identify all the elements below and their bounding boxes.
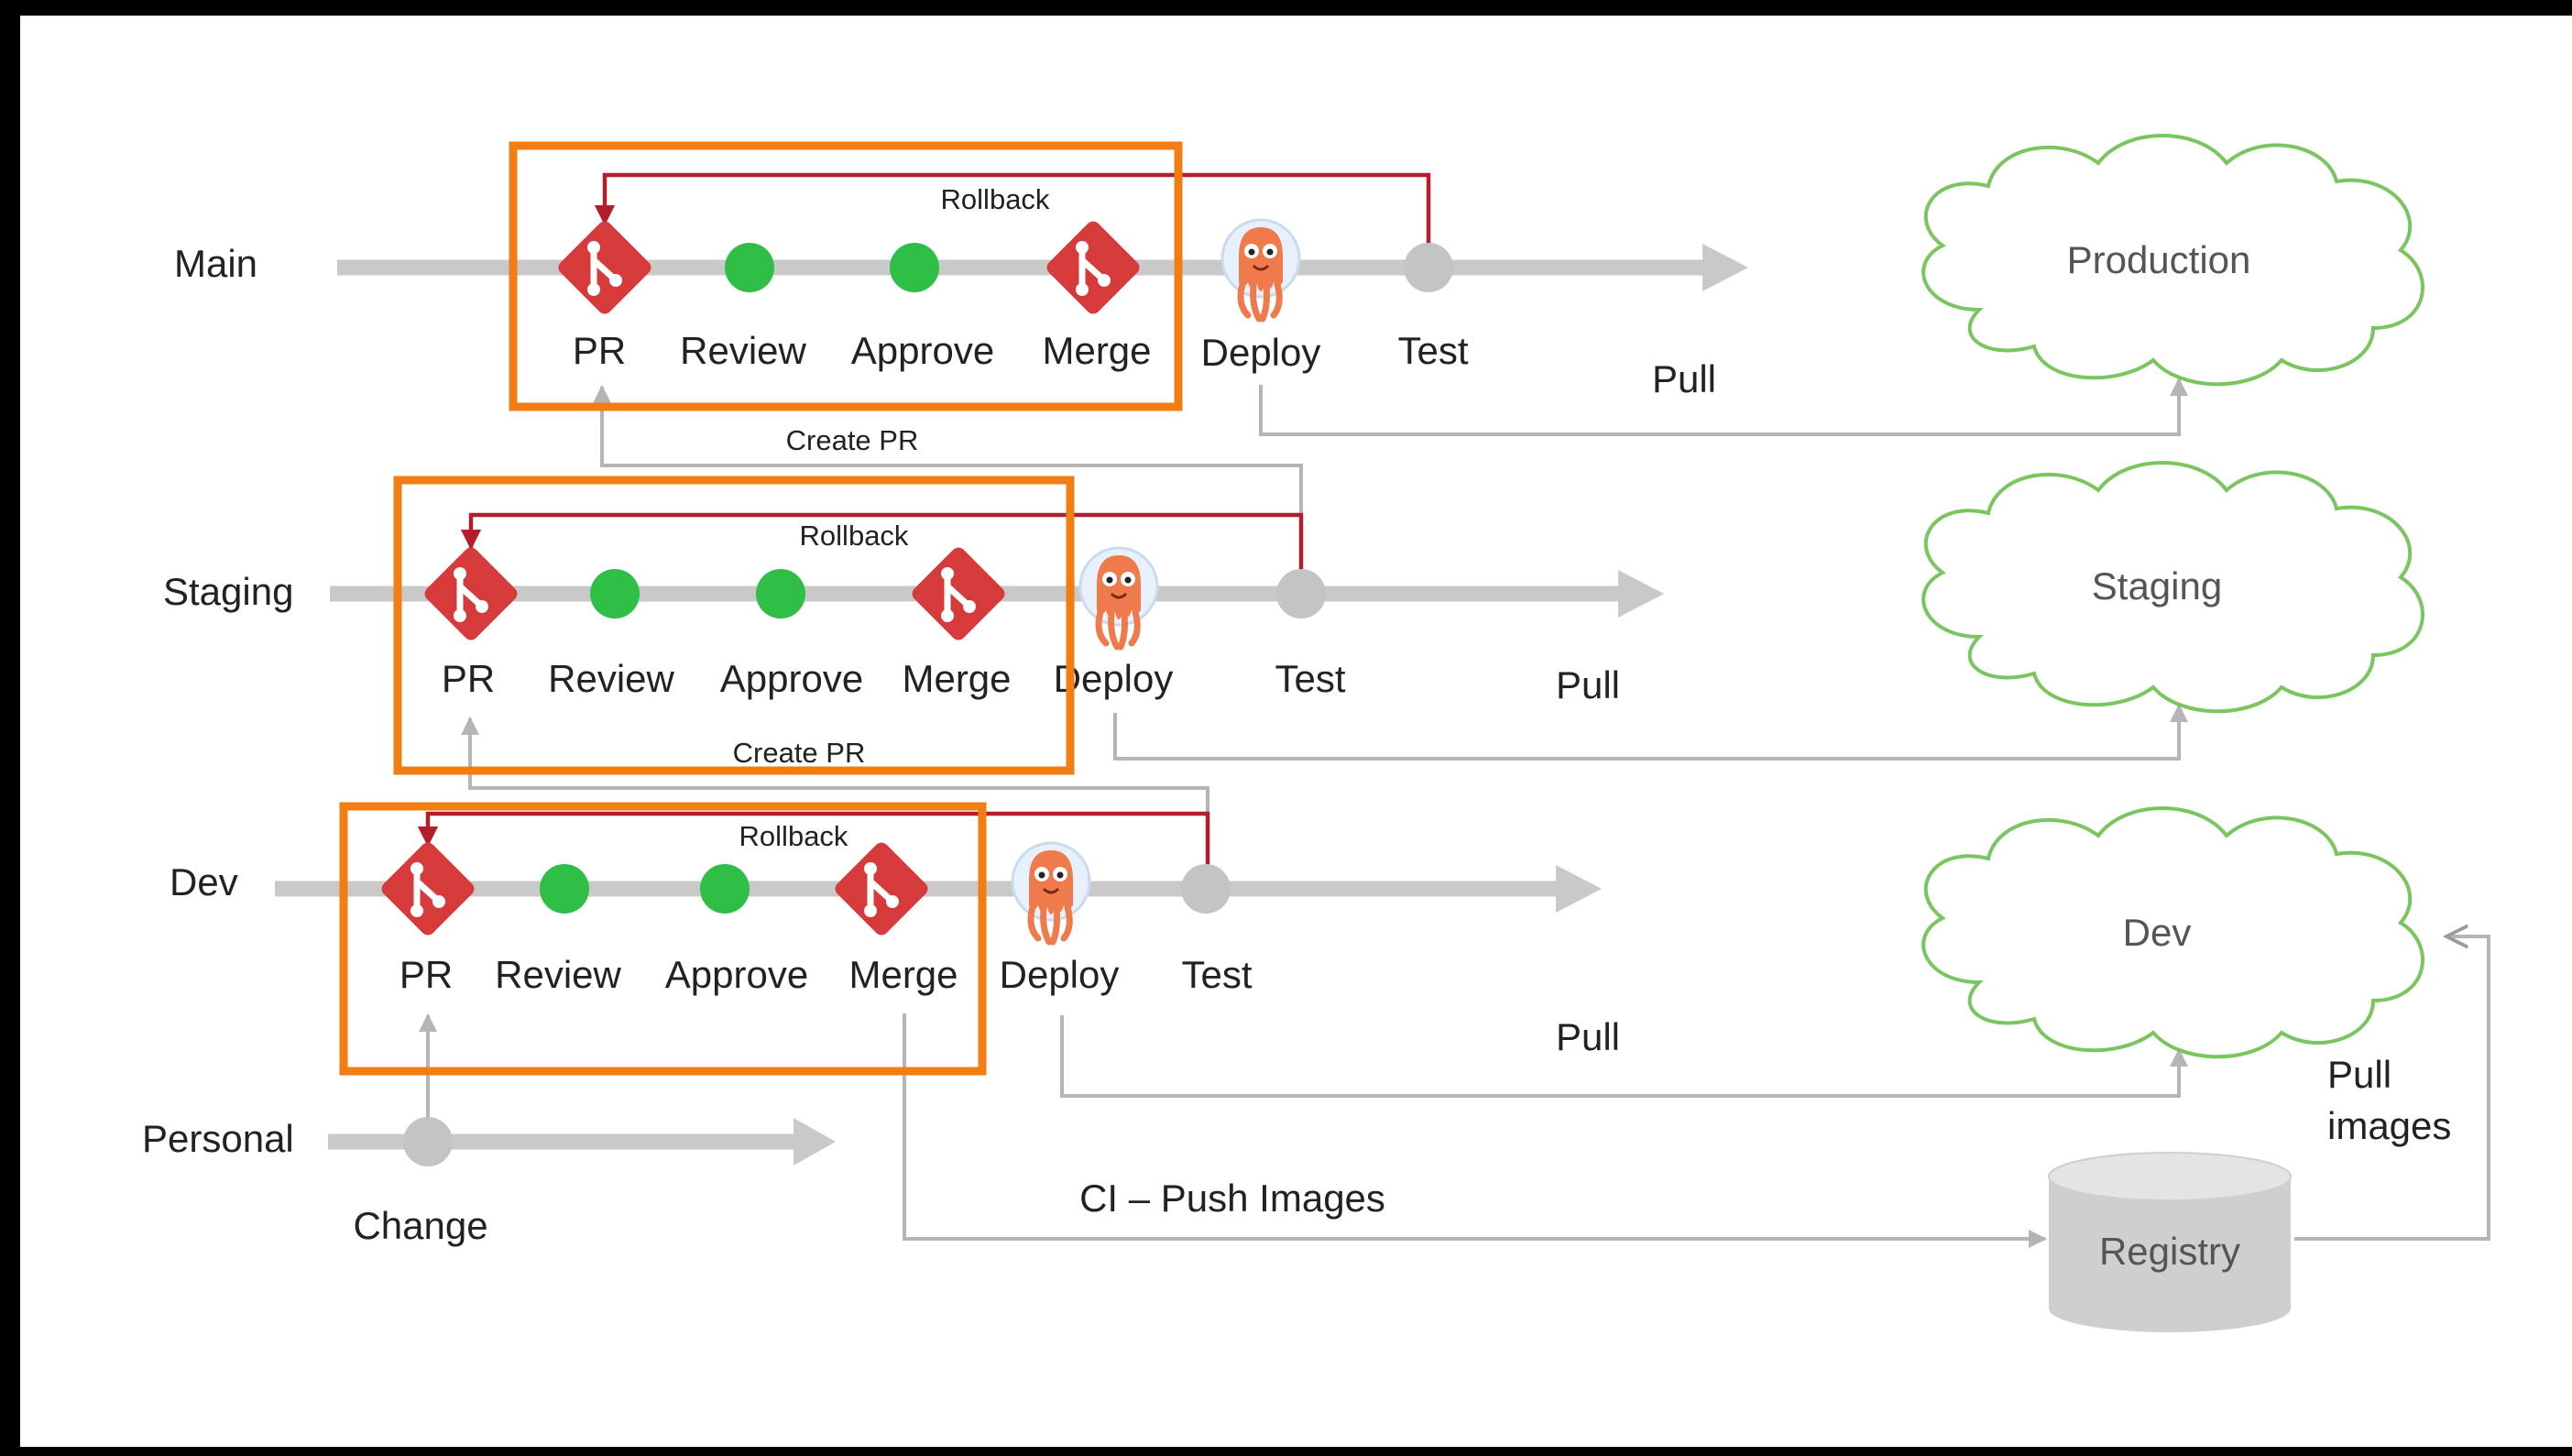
main-pr-label: PR: [573, 329, 626, 372]
main-deploy-pull-connector: [1259, 378, 2188, 436]
registry-label: Registry: [2099, 1230, 2240, 1273]
staging-deploy-pull-connector: [1113, 704, 2188, 761]
create-pr-staging-label: Create PR: [733, 737, 866, 769]
staging-approve-label: Approve: [720, 657, 863, 700]
pull-images-label-line2: images: [2327, 1104, 2451, 1147]
staging-rollback-label: Rollback: [800, 520, 909, 552]
personal-change-label: Change: [353, 1204, 487, 1247]
main-test-dot-icon: [1404, 243, 1453, 292]
staging-review-label: Review: [548, 657, 674, 700]
main-approve-dot-icon: [890, 243, 939, 292]
main-merge-label: Merge: [1042, 329, 1151, 372]
registry-database-icon: [2048, 1152, 2292, 1332]
dev-deploy-pull-connector: [1060, 1015, 2188, 1098]
dev-test-dot-icon: [1181, 864, 1231, 914]
dev-cloud-label: Dev: [2123, 911, 2192, 954]
dev-review-dot-icon: [540, 864, 589, 914]
production-cloud-label: Production: [2067, 238, 2251, 281]
lane-label-main: Main: [174, 242, 257, 285]
staging-track-arrowhead: [1618, 570, 1664, 618]
staging-test-label: Test: [1275, 657, 1345, 700]
dev-review-label: Review: [495, 953, 621, 996]
staging-approve-dot-icon: [756, 569, 805, 619]
dev-rollback-line: [417, 811, 1210, 889]
lane-label-staging: Staging: [163, 570, 293, 613]
personal-track-arrowhead: [793, 1118, 836, 1166]
pull-images-connector: [2294, 936, 2490, 1241]
dev-track-arrowhead: [1556, 865, 1602, 913]
main-review-label: Review: [680, 329, 806, 372]
main-rollback-label: Rollback: [941, 183, 1050, 215]
staging-rollback-line: [460, 512, 1304, 594]
staging-test-dot-icon: [1276, 569, 1326, 619]
main-approve-label: Approve: [851, 329, 994, 372]
ci-push-connector: [903, 1013, 2047, 1248]
dev-approve-dot-icon: [700, 864, 750, 914]
dev-pull-label: Pull: [1556, 1015, 1620, 1058]
staging-cloud-label: Staging: [2092, 564, 2222, 608]
pull-images-label-line1: Pull: [2327, 1053, 2391, 1096]
main-rollback-line: [594, 172, 1431, 268]
lane-label-dev: Dev: [170, 860, 238, 903]
create-pr-main-label: Create PR: [786, 424, 919, 456]
main-deploy-label: Deploy: [1201, 331, 1321, 374]
lane-label-personal: Personal: [142, 1117, 294, 1160]
dev-approve-label: Approve: [665, 953, 808, 996]
main-test-label: Test: [1397, 329, 1468, 372]
staging-merge-label: Merge: [902, 657, 1011, 700]
dev-merge-label: Merge: [848, 953, 958, 996]
dev-pr-label: PR: [399, 953, 453, 996]
staging-pull-label: Pull: [1556, 663, 1620, 706]
main-review-dot-icon: [725, 243, 774, 292]
personal-change-dot-icon: [403, 1117, 453, 1166]
main-track-arrowhead: [1702, 244, 1748, 291]
dev-test-label: Test: [1181, 953, 1252, 996]
dev-rollback-label: Rollback: [739, 820, 848, 852]
dev-review-flow-highlight: [339, 802, 987, 1076]
ci-push-label: CI – Push Images: [1079, 1177, 1385, 1220]
main-pull-label: Pull: [1652, 357, 1716, 400]
main-review-flow-highlight: [509, 141, 1183, 411]
staging-pr-label: PR: [442, 657, 495, 700]
dev-deploy-label: Deploy: [1000, 953, 1120, 996]
staging-review-flow-highlight: [393, 476, 1075, 775]
staging-review-dot-icon: [590, 569, 640, 619]
